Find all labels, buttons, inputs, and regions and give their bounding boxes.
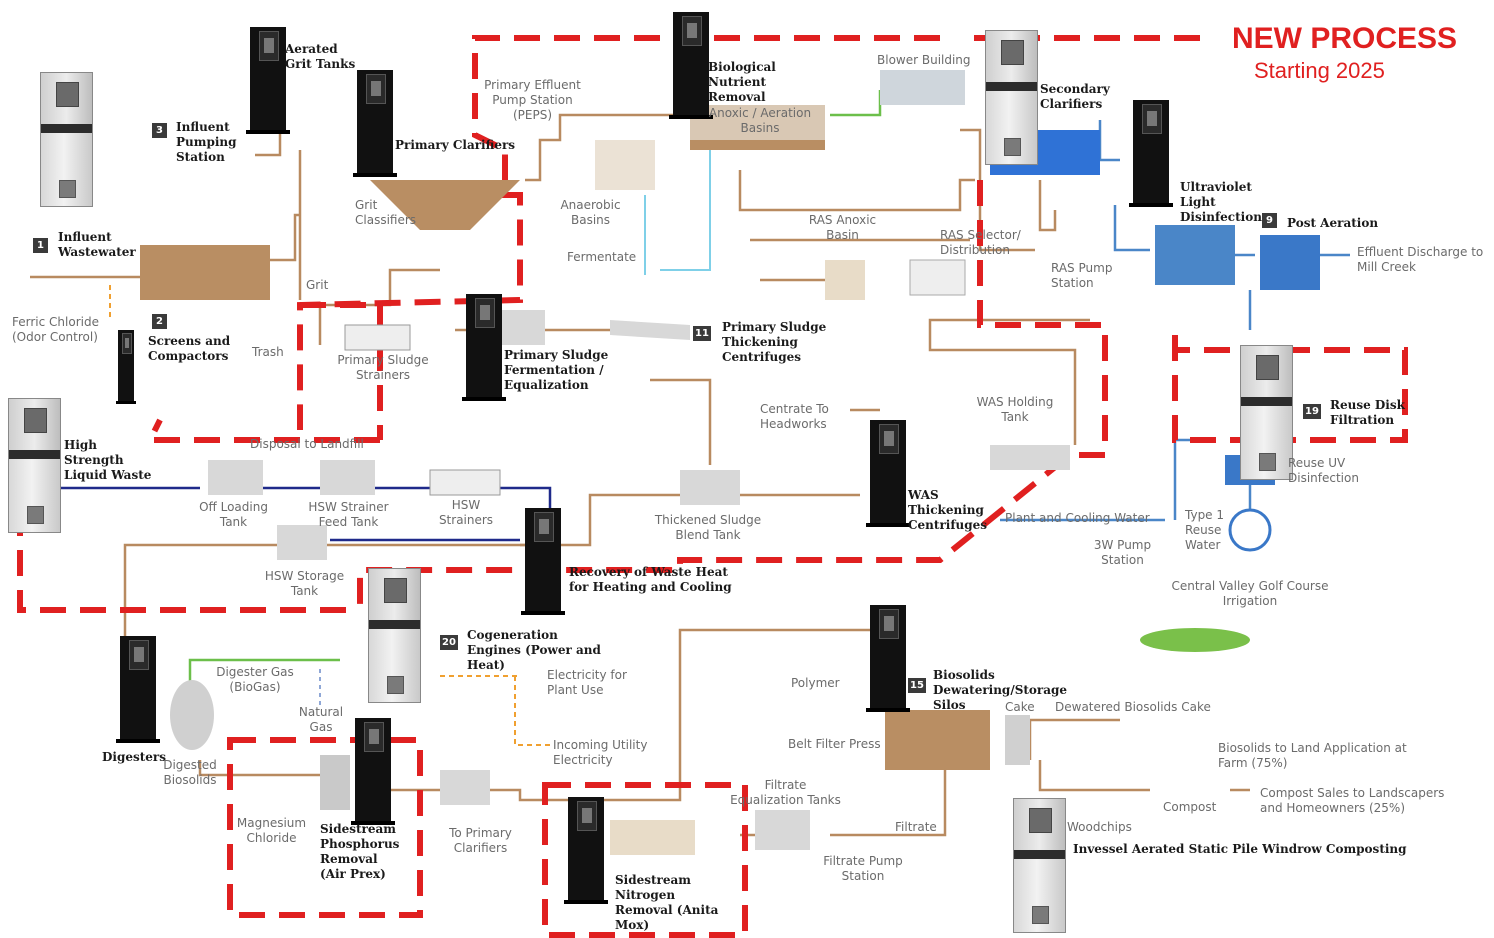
label-land-application: Biosolids to Land Application at Farm (7…: [1218, 741, 1407, 770]
label-post-aeration: Post Aeration: [1287, 216, 1379, 230]
label-ps-fermentation: Primary Sludge Fermentation / Equalizati…: [504, 348, 609, 392]
appliance-unit: [985, 30, 1038, 165]
dark-unit: [352, 70, 398, 177]
label-ras-anoxic: RAS Anoxic Basin: [808, 213, 877, 242]
label-high-strength-liquid-waste: High Strength Liquid Waste: [64, 438, 152, 482]
step-number: 11: [693, 326, 711, 341]
dark-unit: [563, 797, 609, 904]
label-belt-filter-press: Belt Filter Press: [788, 737, 881, 751]
appliance-unit: [1240, 345, 1293, 480]
label-ras-selector: RAS Selector/ Distribution: [940, 228, 1021, 257]
step-number: 3: [152, 123, 167, 138]
label-digesters: Digesters: [102, 750, 167, 764]
label-magnesium-chloride: Magnesium Chloride: [236, 816, 307, 845]
dark-unit: [350, 718, 396, 825]
label-sidestream-phosphorus: Sidestream Phosphorus Removal (Air Prex): [320, 822, 400, 881]
dark-unit: [668, 12, 714, 119]
label-centrate: Centrate To Headworks: [760, 402, 829, 431]
dark-unit-small: [116, 330, 136, 404]
label-biosolids-dewatering: Biosolids Dewatering/Storage Silos: [933, 668, 1068, 712]
label-blower-building: Blower Building: [877, 53, 971, 67]
label-hsw-storage: HSW Storage Tank: [264, 569, 345, 598]
label-was-thickening: WAS Thickening Centrifuges: [908, 488, 988, 532]
label-aerated-grit-tanks: Aerated Grit Tanks: [285, 42, 356, 71]
label-grit: Grit: [306, 278, 329, 292]
step-number: 15: [908, 678, 926, 693]
label-invessel-composting: Invessel Aerated Static Pile Windrow Com…: [1073, 842, 1407, 856]
step-number: 19: [1303, 404, 1321, 419]
label-filtrate: Filtrate: [895, 820, 937, 834]
label-dewatered-cake: Dewatered Biosolids Cake: [1055, 700, 1211, 714]
label-primary-clarifiers: Primary Clarifiers: [395, 138, 516, 152]
step-number: 1: [33, 238, 48, 253]
step-number: 2: [152, 314, 167, 329]
label-cake: Cake: [1005, 700, 1035, 714]
label-electricity-plant: Electricity for Plant Use: [547, 668, 627, 697]
label-filtrate-eq-tanks: Filtrate Equalization Tanks: [730, 778, 841, 807]
label-trash: Trash: [252, 345, 284, 359]
label-incoming-utility: Incoming Utility Electricity: [553, 738, 648, 767]
label-anoxic-aeration: Anoxic / Aeration Basins: [708, 106, 812, 135]
label-plant-cooling-water: Plant and Cooling Water: [1005, 511, 1150, 525]
label-ras-pump-station: RAS Pump Station: [1051, 261, 1113, 290]
appliance-unit: [40, 72, 93, 207]
label-ps-strainers: Primary Sludge Strainers: [337, 353, 429, 382]
label-screens-compactors: Screens and Compactors: [148, 334, 231, 363]
page-subtitle: Starting 2025: [1254, 58, 1385, 83]
dark-unit: [520, 508, 566, 615]
label-ps-thickening-centrifuges: Primary Sludge Thickening Centrifuges: [722, 320, 827, 364]
label-natural-gas: Natural Gas: [298, 705, 344, 734]
dark-unit: [461, 294, 507, 401]
page-title: NEW PROCESS: [1232, 22, 1458, 55]
dark-unit: [115, 636, 161, 743]
label-influent-wastewater: Influent Wastewater: [58, 230, 136, 259]
label-hsw-strainer-feed: HSW Strainer Feed Tank: [308, 500, 389, 529]
label-to-primary-clarifiers: To Primary Clarifiers: [449, 826, 512, 855]
dark-unit: [245, 27, 291, 134]
label-3w-pump-station: 3W Pump Station: [1093, 538, 1152, 567]
label-digester-gas: Digester Gas (BioGas): [216, 665, 294, 694]
label-type1-reuse: Type 1 Reuse Water: [1185, 508, 1225, 552]
label-woodchips: Woodchips: [1067, 820, 1132, 834]
dark-unit: [865, 605, 911, 712]
label-secondary-clarifiers: Secondary Clarifiers: [1040, 82, 1110, 111]
label-offloading-tank: Off Loading Tank: [199, 500, 268, 529]
label-ferric-chloride: Ferric Chloride (Odor Control): [12, 315, 99, 344]
label-compost: Compost: [1163, 800, 1217, 814]
label-peps: Primary Effluent Pump Station (PEPS): [484, 78, 581, 122]
label-fermentate: Fermentate: [567, 250, 637, 264]
label-reuse-uv: Reuse UV Disinfection: [1288, 456, 1359, 485]
label-compost-sales: Compost Sales to Landscapers and Homeown…: [1260, 786, 1445, 815]
label-bnr: Biological Nutrient Removal: [708, 60, 776, 104]
label-grit-classifiers: Grit Classifiers: [355, 198, 417, 227]
label-filtrate-pump: Filtrate Pump Station: [823, 854, 903, 883]
label-influent-pumping: Influent Pumping Station: [176, 120, 237, 164]
label-thickened-blend: Thickened Sludge Blend Tank: [654, 513, 762, 542]
label-golf-course: Central Valley Golf Course Irrigation: [1171, 579, 1329, 608]
appliance-unit: [1013, 798, 1066, 933]
label-effluent-discharge: Effluent Discharge to Mill Creek: [1357, 245, 1484, 274]
label-digested-biosolids: Digested Biosolids: [163, 758, 217, 787]
dark-unit: [1128, 100, 1174, 207]
label-disposal-landfill: Disposal to Landfill: [250, 437, 364, 451]
label-recovery-waste-heat: Recovery of Waste Heat for Heating and C…: [569, 565, 732, 594]
label-cogeneration: Cogeneration Engines (Power and Heat): [467, 628, 601, 672]
label-reuse-disk-filtration: Reuse Disk Filtration: [1330, 398, 1405, 427]
label-uv-disinfection: Ultraviolet Light Disinfection: [1180, 180, 1262, 224]
step-number: 20: [440, 635, 458, 650]
appliance-unit: [8, 398, 61, 533]
appliance-unit: [368, 568, 421, 703]
label-anaerobic-basins: Anaerobic Basins: [560, 198, 621, 227]
step-number: 9: [1262, 213, 1277, 228]
label-was-holding: WAS Holding Tank: [976, 395, 1054, 424]
dark-unit: [865, 420, 911, 527]
label-polymer: Polymer: [791, 676, 840, 690]
label-hsw-strainers: HSW Strainers: [438, 498, 494, 527]
label-sidestream-nitrogen: Sidestream Nitrogen Removal (Anita Mox): [615, 873, 719, 932]
